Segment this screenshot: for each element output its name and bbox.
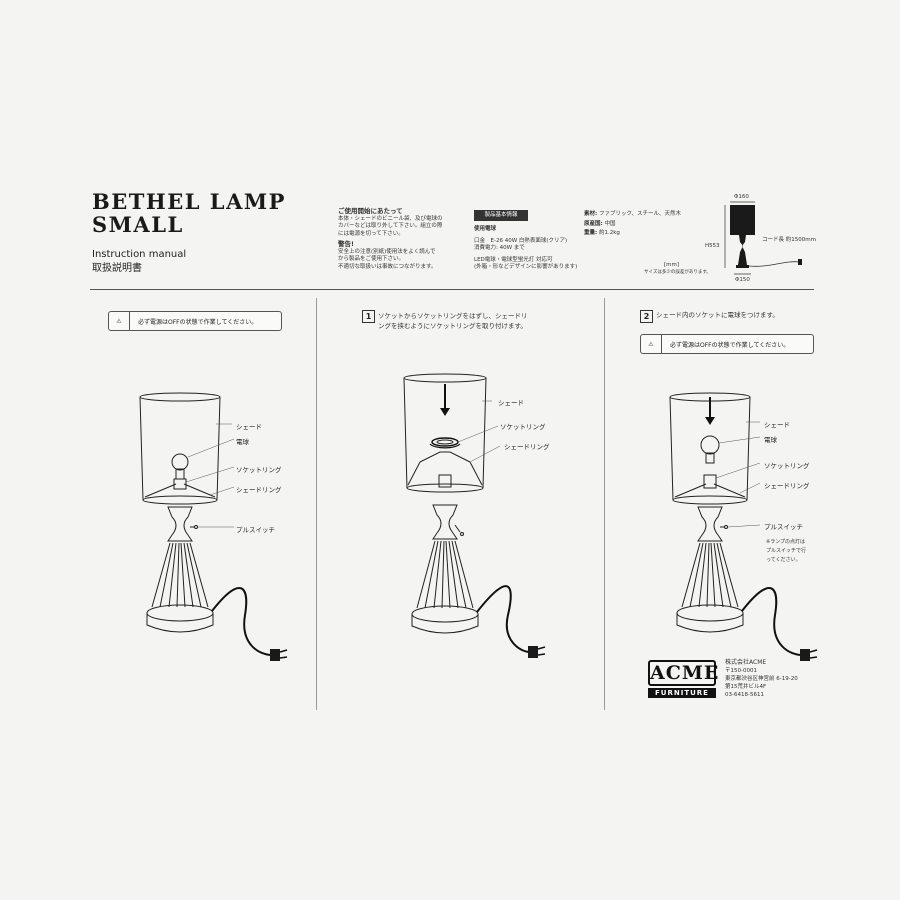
bulb-shape — [700, 435, 720, 455]
subtitle-japanese: 取扱説明書 — [92, 263, 142, 274]
company-phone: 03-6418-5611 — [725, 692, 764, 698]
panel-divider — [316, 298, 317, 710]
warning-line: 安全上の注意(別紙)使用法をよく読んで — [338, 248, 436, 255]
label-bulb: 電球 — [764, 436, 777, 444]
title-line-2: SMALL — [92, 212, 184, 237]
title-line-1: BETHEL LAMP — [92, 189, 286, 214]
weight-label: 重量: — [584, 230, 598, 236]
shade-diameter-label: Φ160 — [734, 194, 749, 200]
label-socket-ring: ソケットリング — [500, 423, 546, 431]
step-number: 1 — [362, 310, 375, 323]
bulb-shape — [171, 453, 189, 471]
label-socket-ring: ソケットリング — [764, 462, 810, 470]
dimension-diagram — [724, 201, 802, 275]
step-2-instruction: シェード内のソケットに電球をつけます。 — [656, 311, 779, 319]
label-shade: シェード — [764, 421, 790, 429]
label-shade-ring: シェードリング — [504, 443, 550, 451]
company-name: 株式会社ACME — [725, 659, 767, 666]
material-value: ファブリック、スチール、天然木 — [598, 211, 681, 217]
company-postal: 〒150-0001 — [725, 668, 757, 674]
off-warning-text: 必ず電源はOFFの状態で作業してください。 — [670, 341, 790, 349]
cord-length-label: コード長 約1500mm — [762, 237, 816, 243]
label-pull-switch: プルスイッチ — [764, 523, 803, 531]
note-line: プルスイッチで行 — [766, 548, 807, 554]
warning-icon: ⚠ — [109, 312, 130, 330]
warning-line: から製品をご使用下さい。 — [338, 256, 405, 262]
instruction-line: ソケットからソケットリングをはずし、シェードリ — [378, 312, 528, 320]
off-warning-box: ⚠ 必ず電源はOFFの状態で作業してください。 — [640, 334, 814, 354]
weight-value: 約1.2kg — [598, 230, 620, 236]
shade-silhouette — [730, 205, 755, 235]
header-divider — [90, 289, 814, 290]
company-address-2: 第15荒井ビル4F — [725, 684, 767, 690]
precautions-block: ご使用開始にあたって 本体・シェードのビニール袋、及び電球の カバーなどは取り外… — [338, 207, 443, 271]
logo-top: ACME — [648, 660, 720, 686]
bulb-line: 消費電力: 40W まで — [474, 245, 525, 251]
base-silhouette — [738, 235, 747, 265]
base-diameter-label: Φ150 — [735, 277, 750, 283]
label-socket-ring: ソケットリング — [236, 466, 282, 474]
warning-icon: ⚠ — [641, 335, 662, 353]
manual-subtitle: Instruction manual 取扱説明書 — [92, 248, 186, 276]
label-bulb: 電球 — [236, 438, 249, 446]
company-address-1: 東京都渋谷区神宮前 6-19-20 — [725, 676, 798, 682]
label-shade-ring: シェードリング — [764, 482, 810, 490]
label-shade: シェード — [236, 423, 262, 431]
precaution-line: カバーなどは取り外して下さい。組立の際 — [338, 223, 443, 229]
origin-value: 中国 — [604, 220, 616, 227]
unit-label: [mm] — [664, 262, 680, 268]
note-line: ※ランプの点灯は — [766, 539, 806, 545]
led-line: (外箱・形などデザインに影響があります) — [474, 264, 578, 270]
material-spec-block: 素材: ファブリック、スチール、天然木 原産国: 中国 重量: 約1.2kg — [584, 211, 681, 238]
label-shade-ring: シェードリング — [236, 486, 282, 494]
company-info: 株式会社ACME 〒150-0001 東京都渋谷区神宮前 6-19-20 第15… — [725, 659, 798, 699]
off-warning-box: ⚠ 必ず電源はOFFの状態で作業してください。 — [108, 311, 282, 331]
lamp-illustration-1 — [139, 392, 288, 661]
precaution-line: には電源を切って下さい。 — [338, 230, 404, 237]
spec-badge: 製品基本情報 — [474, 210, 528, 221]
bulb-line: 口金 E-26 40W 白熱表面球(クリア) — [474, 237, 568, 244]
subtitle-english: Instruction manual — [92, 249, 187, 260]
label-shade: シェード — [498, 399, 524, 407]
note-line: ってください。 — [766, 557, 801, 563]
precautions-heading: ご使用開始にあたって — [338, 207, 403, 215]
instruction-line: ングを挟むようにソケットリングを取り付けます。 — [378, 322, 527, 330]
bulb-spec-block: 使用電球 口金 E-26 40W 白熱表面球(クリア) 消費電力: 40W まで… — [474, 226, 577, 272]
lamp-illustration-3 — [669, 392, 818, 661]
height-label: H553 — [705, 243, 720, 249]
precaution-line: 本体・シェードのビニール袋、及び電球の — [338, 215, 443, 222]
led-line: LED電球・電球型蛍光灯 対応可 — [474, 256, 553, 263]
step-1-instruction: ソケットからソケットリングをはずし、シェードリ ングを挟むようにソケットリングを… — [378, 311, 528, 331]
panel-divider — [604, 298, 605, 710]
label-pull-switch: プルスイッチ — [236, 526, 275, 534]
acme-logo: ACME FURNITURE — [648, 660, 720, 698]
off-warning-text: 必ず電源はOFFの状態で作業してください。 — [138, 318, 258, 326]
origin-label: 原産国: — [584, 220, 603, 227]
manual-title: BETHEL LAMP SMALL — [92, 190, 286, 236]
bulb-heading: 使用電球 — [474, 226, 497, 232]
warning-heading: 警告! — [338, 240, 354, 248]
logo-bottom: FURNITURE — [648, 688, 716, 698]
pull-switch-note: ※ランプの点灯は プルスイッチで行 ってください。 — [766, 538, 806, 565]
lamp-illustration-2 — [403, 373, 546, 658]
step-number: 2 — [640, 310, 653, 323]
material-label: 素材: — [584, 211, 598, 217]
warning-line: 不適切な取扱いは事故につながります。 — [338, 263, 437, 270]
size-note: サイズは多少の誤差があります。 — [644, 270, 711, 275]
